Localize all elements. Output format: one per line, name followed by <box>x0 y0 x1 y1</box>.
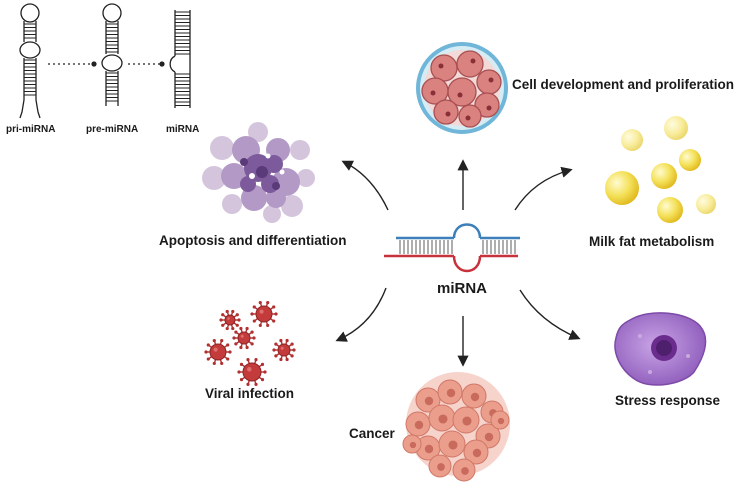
pri-mirna-label: pri-miRNA <box>6 124 56 135</box>
cancer-label: Cancer <box>349 426 395 441</box>
central-mirna-duplex <box>384 223 520 273</box>
cancer-cluster-illustration <box>402 372 510 482</box>
apoptosis-illustration <box>202 122 315 223</box>
cell-development-label: Cell development and proliferation <box>512 77 735 92</box>
cell-cluster-illustration <box>416 42 508 134</box>
viral-infection-label: Viral infection <box>205 386 295 401</box>
apoptosis-label: Apoptosis and differentiation <box>159 233 347 248</box>
virus-particles <box>204 300 296 386</box>
regulation-arrows <box>335 159 581 367</box>
milk-fat-droplets <box>605 116 716 223</box>
pre-mirna-label: pre-miRNA <box>86 124 139 135</box>
milk-fat-label: Milk fat metabolism <box>589 234 715 249</box>
pre-mirna-hairpin <box>101 3 123 106</box>
center-mirna-label: miRNA <box>437 280 488 297</box>
stress-cell-illustration <box>614 312 707 386</box>
processing-arrows <box>48 61 165 67</box>
pri-mirna-hairpin <box>19 3 41 119</box>
mature-mirna-duplex <box>169 10 191 108</box>
stress-response-label: Stress response <box>615 393 721 408</box>
mature-mirna-label: miRNA <box>166 124 200 135</box>
